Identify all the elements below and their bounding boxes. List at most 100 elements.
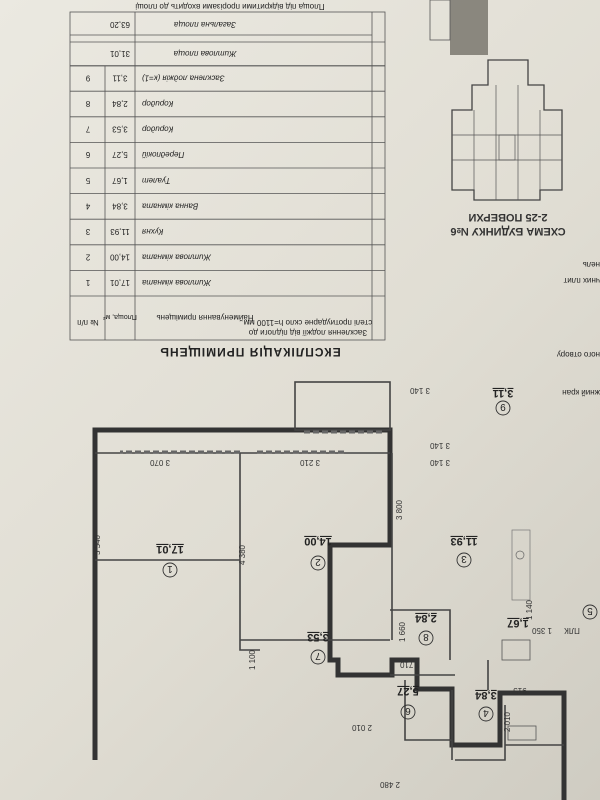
- row-number: 7: [85, 125, 90, 134]
- table-totals: Житлова площа 31,01 Загальна площа 63,20: [70, 20, 385, 67]
- row-name: Туалет: [142, 176, 171, 185]
- row-area: 14,00: [109, 253, 130, 262]
- loggia-note-line-2: стелі протиударне скло h=1100 мм: [244, 318, 373, 327]
- dim-1140: 1 140: [525, 599, 534, 620]
- room-label-9: 9 3,11: [493, 387, 514, 416]
- header-name: Найменування приміщень: [156, 313, 253, 322]
- room-label-4: 4 3,84: [474, 689, 497, 722]
- building-scheme: СХЕМА БУДИНКУ №6 2-25 ПОВЕРХИ: [429, 0, 566, 237]
- room-area: 1,67: [507, 617, 528, 629]
- total-area-general: 63,20: [109, 20, 130, 29]
- dim-3140-b: 3 140: [429, 441, 450, 450]
- total-label-general: Загальна площа: [173, 20, 236, 29]
- row-number: 1: [85, 278, 90, 287]
- row-area: 5,27: [112, 150, 128, 159]
- loggia-note-line-1: Засклення лоджії від підлоги до: [248, 328, 367, 337]
- highlighted-apartment: [450, 0, 488, 55]
- room-number: 1: [167, 563, 173, 574]
- building-cell: [429, 0, 451, 41]
- row-name: Коридор: [141, 99, 173, 108]
- row-area: 17,01: [109, 278, 130, 287]
- row-number: 9: [85, 73, 90, 82]
- side-note-4: нель: [583, 260, 600, 269]
- sink-icon: [515, 550, 525, 560]
- explication-footnote: Площа під відкритими прорізами входить д…: [135, 2, 325, 11]
- room-area: 11,93: [451, 535, 478, 547]
- dim-3140-c: 3 140: [409, 386, 430, 395]
- row-name: Засклена лоджія (к=1): [142, 73, 225, 82]
- room-area: 14,00: [304, 535, 332, 547]
- header-number: № п/п: [77, 318, 99, 327]
- label-plk: ПЛК: [564, 626, 580, 635]
- dim-1350: 1 350: [531, 626, 552, 635]
- room-number: 2: [315, 556, 321, 567]
- table-header: № п/п Найменування приміщень Площа, м²: [77, 313, 253, 327]
- room-label-6: 6 5,27: [397, 685, 419, 720]
- room-label-8: 8 2,84: [414, 612, 437, 646]
- room-label-5: 5 1,67: [507, 604, 598, 629]
- dim-1710: 1 710: [399, 660, 420, 669]
- room-number: 3: [461, 553, 467, 564]
- dim-1100: 1 100: [248, 649, 257, 670]
- room-area: 3,84: [474, 689, 496, 701]
- row-area: 3,84: [112, 201, 128, 210]
- room-number: 7: [315, 650, 321, 661]
- row-name: Передпокій: [141, 150, 184, 159]
- row-area: 2,84: [112, 99, 128, 108]
- scheme-subtitle: 2-25 ПОВЕРХИ: [468, 211, 547, 223]
- row-name: Кухня: [141, 227, 163, 236]
- row-number: 5: [85, 176, 90, 185]
- dim-2010-b: 2 010: [503, 711, 512, 732]
- side-note-1: ного отвору: [557, 350, 600, 359]
- row-number: 6: [85, 150, 90, 159]
- side-note-2: жний кран: [562, 388, 600, 397]
- dim-4380: 4 380: [238, 544, 247, 565]
- room-area: 5,27: [397, 685, 418, 697]
- side-notes: ного отвору жний кран чних плит нель: [557, 260, 600, 397]
- scheme-title: СХЕМА БУДИНКУ №6: [450, 225, 565, 237]
- dim-2010-a: 2 010: [351, 723, 372, 732]
- room-number: 8: [423, 631, 429, 642]
- dim-1660: 1 660: [398, 621, 407, 642]
- row-number: 3: [85, 227, 90, 236]
- floor-plan: 1 17,01 2 14,00 3 11,93 4 3,84 5 1,67: [92, 381, 598, 800]
- total-area-living: 31,01: [109, 49, 130, 58]
- table-row: 1 Житлова кімната 17,01: [70, 270, 385, 287]
- partition-walls: [95, 452, 564, 761]
- loggia-note: Засклення лоджії від підлоги до стелі пр…: [244, 318, 373, 337]
- building-cells: [452, 85, 562, 200]
- dimension-labels: 3 070 5 540 3 210 4 380 3 140 3 140 3 14…: [93, 386, 580, 789]
- table-row: 5 Туалет 1,67: [70, 167, 385, 185]
- room-area: 3,11: [493, 387, 514, 399]
- room-label-1: 1 17,01: [156, 543, 184, 578]
- room-label-3: 3 11,93: [451, 535, 478, 568]
- row-area: 3,11: [112, 73, 128, 82]
- room-number: 9: [500, 401, 506, 412]
- table-row: 4 Ванна кімната 3,84: [70, 193, 385, 210]
- row-name: Житлова кімната: [141, 253, 211, 262]
- total-label-living: Житлова площа: [173, 49, 237, 58]
- building-outline: [451, 59, 563, 201]
- explication-title: ЕКСПЛІКАЦІЯ ПРИМІЩЕНЬ: [159, 345, 340, 359]
- row-name: Ванна кімната: [141, 201, 198, 210]
- row-number: 4: [85, 201, 90, 210]
- dim-3070: 3 070: [149, 458, 170, 467]
- room-area: 3,53: [307, 631, 328, 643]
- room-number: 5: [587, 605, 593, 616]
- loggia-outline: [294, 381, 391, 431]
- row-area: 1,67: [112, 176, 128, 185]
- side-note-3: чних плит: [563, 276, 600, 285]
- room-area: 17,01: [156, 543, 184, 555]
- row-name: Житлова кімната: [141, 278, 211, 287]
- outer-walls: [92, 427, 567, 800]
- dim-3140-a: 3 140: [429, 458, 450, 467]
- room-area: 2,84: [414, 612, 436, 624]
- header-area: Площа, м²: [102, 313, 136, 320]
